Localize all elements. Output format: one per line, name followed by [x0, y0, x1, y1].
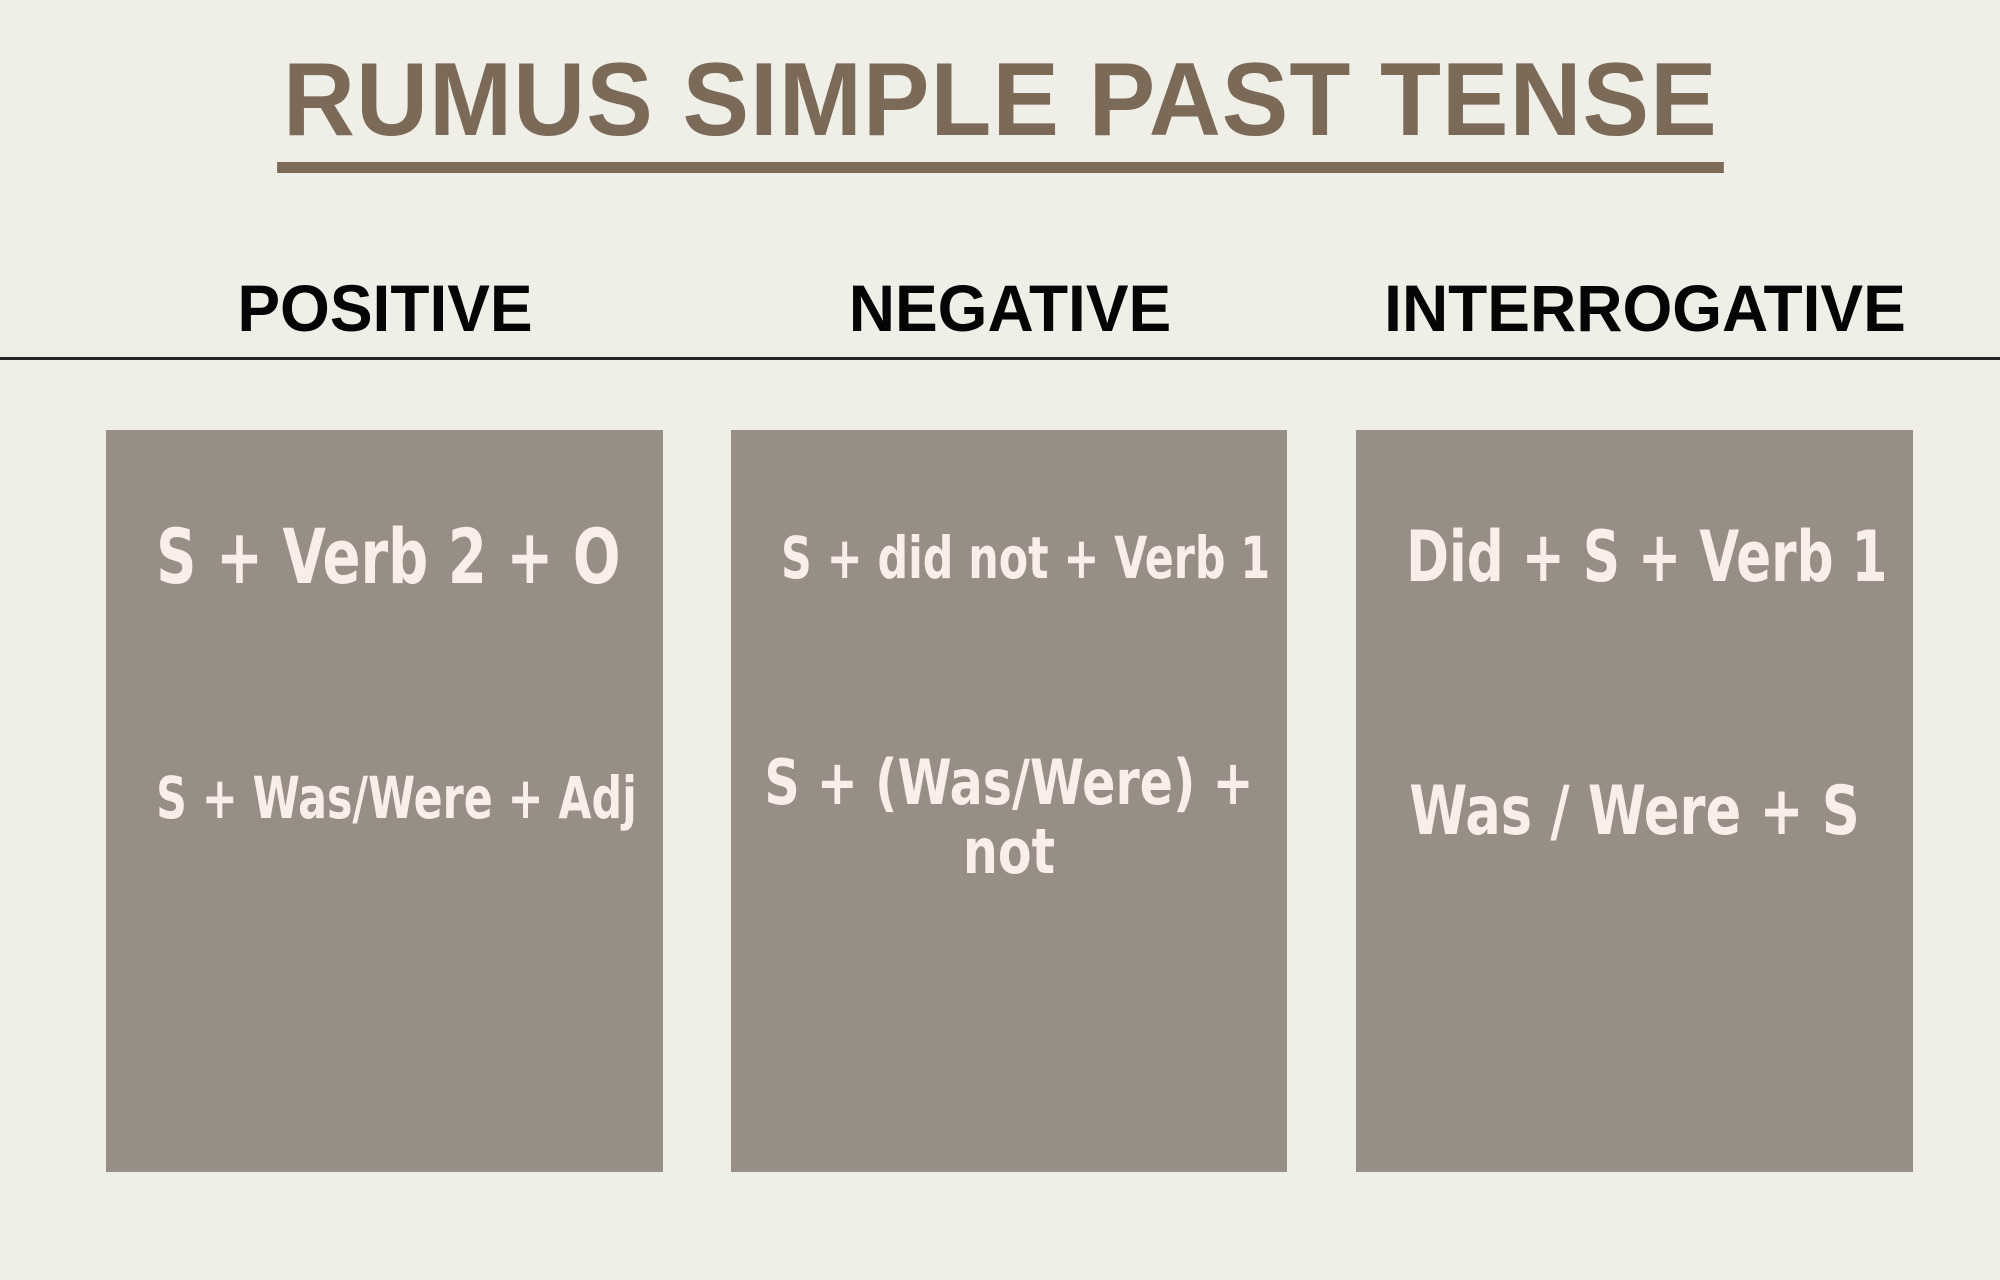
formula-slot-interrogative-2: Was / Were + S [1356, 772, 1913, 851]
page-title: RUMUS SIMPLE PAST TENSE [276, 48, 1724, 173]
column-headers: POSITIVE NEGATIVE INTERROGATIVE [0, 266, 2000, 350]
title-container: RUMUS SIMPLE PAST TENSE [0, 48, 2000, 173]
formula-slot-positive-2: S + Was/Were + Adj [106, 766, 663, 831]
formula-negative-1: S + did not + Verb 1 [781, 524, 1271, 592]
formula-box-interrogative: Did + S + Verb 1 Was / Were + S [1356, 430, 1913, 1172]
formula-box-positive: S + Verb 2 + O S + Was/Were + Adj [106, 430, 663, 1172]
formula-interrogative-1: Did + S + Verb 1 [1406, 516, 1888, 598]
formula-positive-1: S + Verb 2 + O [156, 512, 621, 601]
column-header-interrogative: INTERROGATIVE [1384, 271, 1906, 345]
column-header-negative: NEGATIVE [848, 271, 1172, 345]
formula-box-negative: S + did not + Verb 1 S + (Was/Were) + no… [731, 430, 1287, 1172]
formula-slot-interrogative-1: Did + S + Verb 1 [1356, 516, 1913, 598]
formula-negative-2: S + (Was/Were) + not [764, 746, 1254, 889]
header-divider-line [0, 357, 2000, 360]
formula-slot-negative-1: S + did not + Verb 1 [731, 526, 1287, 591]
formula-positive-2: S + Was/Were + Adj [156, 764, 637, 832]
column-header-positive: POSITIVE [237, 271, 533, 345]
formula-interrogative-2: Was / Were + S [1409, 772, 1860, 851]
formula-slot-negative-2: S + (Was/Were) + not [731, 748, 1287, 887]
formula-slot-positive-1: S + Verb 2 + O [106, 514, 663, 599]
